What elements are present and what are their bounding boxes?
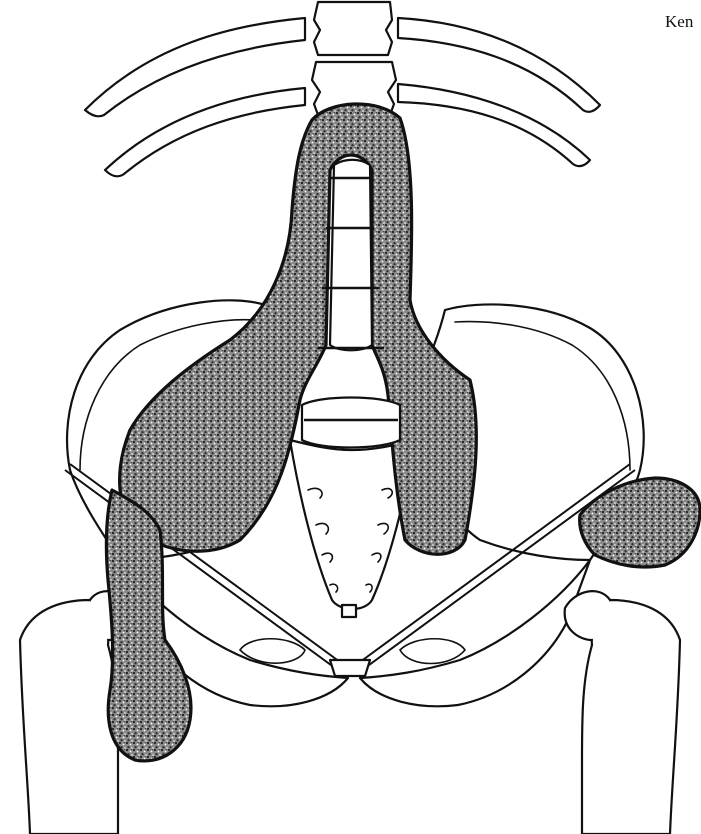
rib-lower-right (398, 84, 590, 166)
obturator-right (400, 639, 465, 664)
rib-lower-left (105, 88, 305, 176)
left-femur (20, 600, 118, 834)
right-femur (582, 600, 680, 834)
right-pubis (360, 560, 590, 706)
thoracic-vertebrae (312, 2, 396, 115)
